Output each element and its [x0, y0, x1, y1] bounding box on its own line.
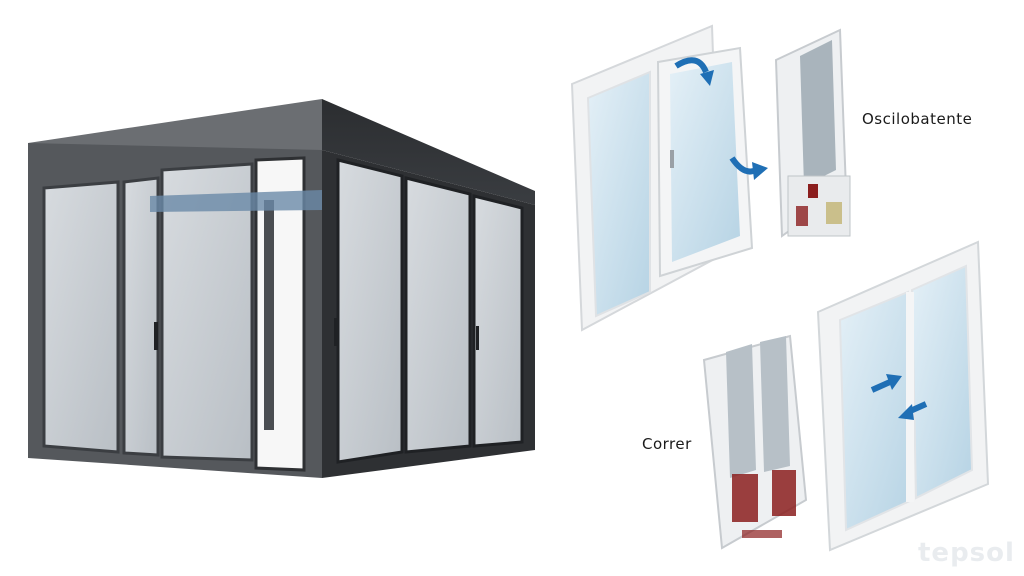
- sliding-window: [816, 240, 990, 552]
- slide-right-arrow-icon: [870, 374, 902, 393]
- turn-arrow-icon: [729, 156, 768, 180]
- sliding-profile-section: [702, 334, 808, 550]
- tilt-arrow-icon: [674, 57, 714, 86]
- slide-left-arrow-icon: [898, 401, 928, 420]
- tilt-turn-profile-section: [774, 28, 851, 238]
- sliding-label: Correr: [642, 435, 692, 453]
- tilt-turn-window: [570, 24, 754, 332]
- tilt-turn-label: Oscilobatente: [862, 110, 973, 128]
- brand-watermark: tepsol: [918, 538, 1015, 568]
- glazed-pergola: [28, 99, 535, 478]
